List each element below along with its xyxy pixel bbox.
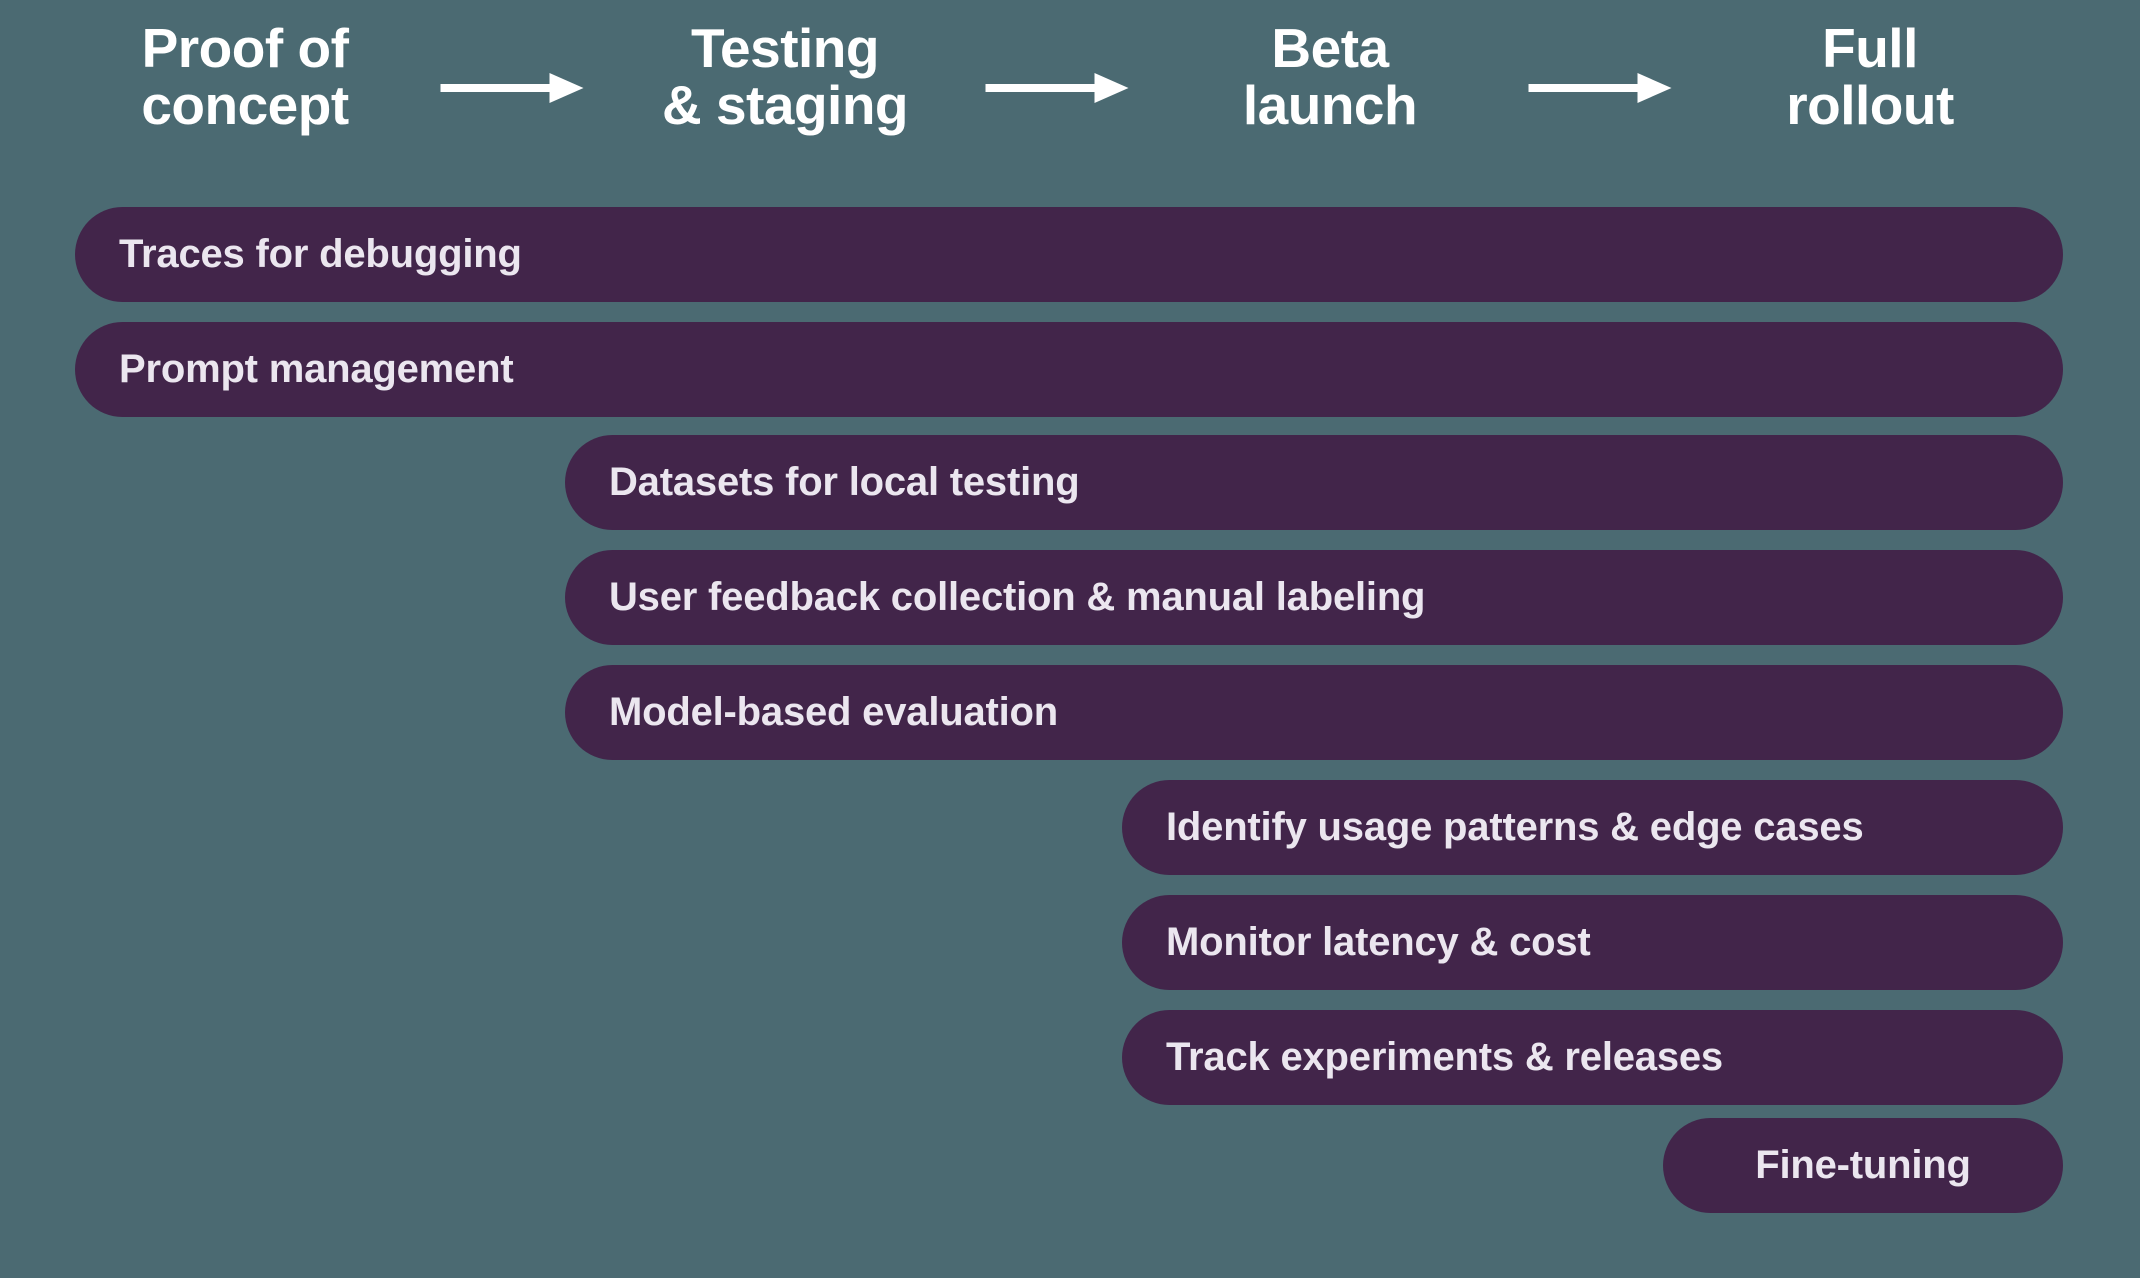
capability-bar-label: Traces for debugging	[119, 232, 522, 276]
capability-bar-label: Datasets for local testing	[609, 460, 1080, 504]
capability-bar-label: Identify usage patterns & edge cases	[1166, 805, 1864, 849]
capability-bar-label: Monitor latency & cost	[1166, 920, 1591, 964]
capability-bar[interactable]: Fine-tuning	[1663, 1118, 2063, 1213]
capability-bar[interactable]: Track experiments & releases	[1122, 1010, 2063, 1105]
capability-bar[interactable]: Monitor latency & cost	[1122, 895, 2063, 990]
capability-bar-label: User feedback collection & manual labeli…	[609, 575, 1426, 619]
capability-bar-label: Track experiments & releases	[1166, 1035, 1723, 1079]
capability-bar[interactable]: Traces for debugging	[75, 207, 2063, 302]
capability-bar-label: Prompt management	[119, 347, 514, 391]
capability-bar-label: Fine-tuning	[1755, 1143, 1971, 1187]
phase-label-1: Proof of concept	[141, 17, 349, 136]
capability-bar-label: Model-based evaluation	[609, 690, 1059, 734]
phase-label-3: Beta launch	[1242, 17, 1418, 136]
arrow-beta-to-rollout-icon	[1528, 70, 1672, 106]
phase-label-2: Testing & staging	[661, 17, 909, 136]
arrow-poc-to-testing-icon	[440, 70, 584, 106]
capability-bar[interactable]: Prompt management	[75, 322, 2063, 417]
capability-bar[interactable]: Identify usage patterns & edge cases	[1122, 780, 2063, 875]
phase-label-4: Full rollout	[1786, 17, 1954, 136]
capability-bar[interactable]: Model-based evaluation	[565, 665, 2063, 760]
capability-bar[interactable]: User feedback collection & manual labeli…	[565, 550, 2063, 645]
arrow-testing-to-beta-icon	[985, 70, 1129, 106]
capability-bar[interactable]: Datasets for local testing	[565, 435, 2063, 530]
